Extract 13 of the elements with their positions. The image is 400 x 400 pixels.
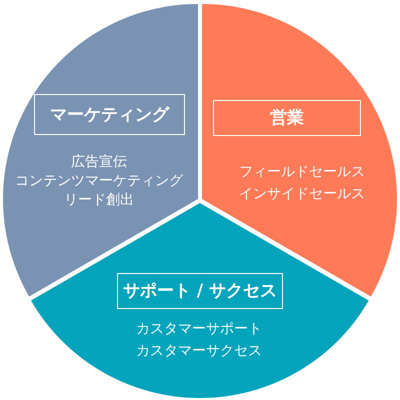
item-text: 広告宣伝 [70,154,127,170]
item-text: インサイドセールス [238,186,365,202]
heading-box [34,94,185,135]
heading-text: 営業 [270,108,304,128]
item-text: コンテンツマーケティング [14,172,183,190]
item-text: カスタマーサポート [136,320,262,338]
heading-text: マーケティング [50,104,169,124]
item-text: カスタマーサクセス [136,342,262,360]
item-text: フィールドセールス [238,164,365,180]
heading-box [212,100,361,136]
heading-text: サポート / サクセス [122,281,277,301]
heading-box [116,273,283,309]
item-text: リード創出 [64,192,134,208]
